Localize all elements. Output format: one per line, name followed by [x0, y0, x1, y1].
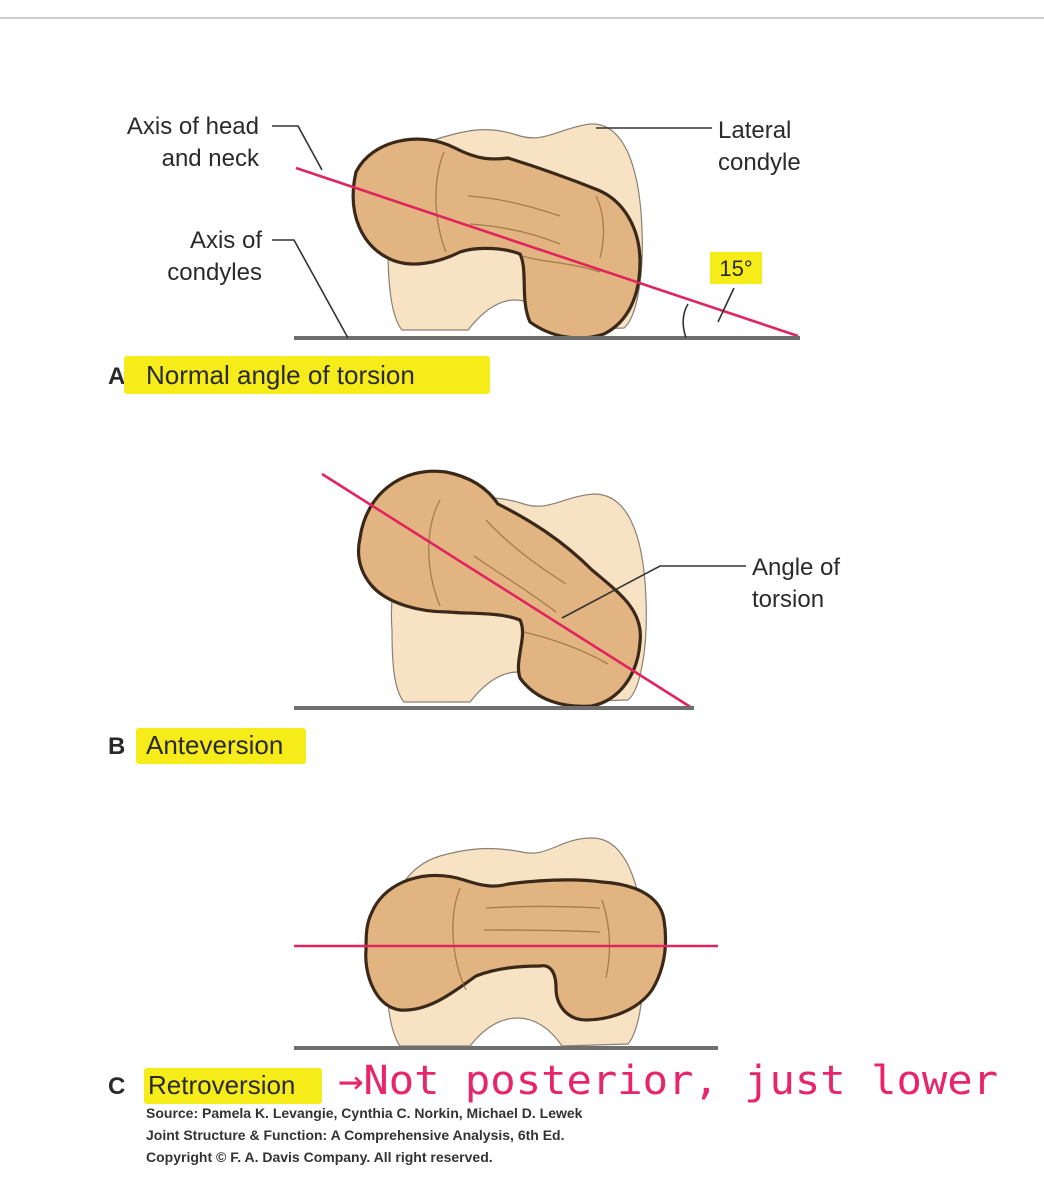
- panel-b-caption: Anteversion: [146, 730, 283, 760]
- panel-b-letter: B: [108, 733, 125, 760]
- panel-b-label-angle-2: torsion: [752, 586, 824, 613]
- handwritten-annotation: →Not posterior, just lower: [338, 1058, 998, 1104]
- panel-a-letter: A: [108, 363, 125, 390]
- panel-a-label-axis-head-2: and neck: [162, 145, 260, 172]
- panel-a-angle-leader: [718, 288, 734, 322]
- panel-c-letter: C: [108, 1073, 125, 1100]
- source-credit: Source: Pamela K. Levangie, Cynthia C. N…: [146, 1105, 583, 1165]
- panel-a-label-axis-condyles-1: Axis of: [190, 227, 262, 254]
- panel-a-label-lateral-2: condyle: [718, 149, 801, 176]
- panel-a-label-axis-condyles-2: condyles: [167, 259, 262, 286]
- panel-b-label-angle-1: Angle of: [752, 554, 840, 581]
- panel-a-angle-arc: [683, 304, 688, 338]
- panel-a-head-leader: [272, 126, 322, 170]
- panel-a: Axis of head and neck Axis of condyles L…: [108, 113, 801, 394]
- panel-a-label-axis-head-1: Axis of head: [127, 113, 259, 140]
- panel-a-condyle-leader: [272, 240, 348, 338]
- panel-a-caption: Normal angle of torsion: [146, 360, 415, 390]
- panel-a-label-lateral-1: Lateral: [718, 117, 791, 144]
- source-line-3: Copyright © F. A. Davis Company. All rig…: [146, 1149, 493, 1165]
- source-line-1: Source: Pamela K. Levangie, Cynthia C. N…: [146, 1105, 583, 1121]
- panel-c-caption: Retroversion: [148, 1070, 295, 1100]
- source-line-2: Joint Structure & Function: A Comprehens…: [146, 1127, 565, 1143]
- panel-b: Angle of torsion B Anteversion: [108, 471, 840, 764]
- panel-a-angle-value: 15°: [719, 256, 752, 281]
